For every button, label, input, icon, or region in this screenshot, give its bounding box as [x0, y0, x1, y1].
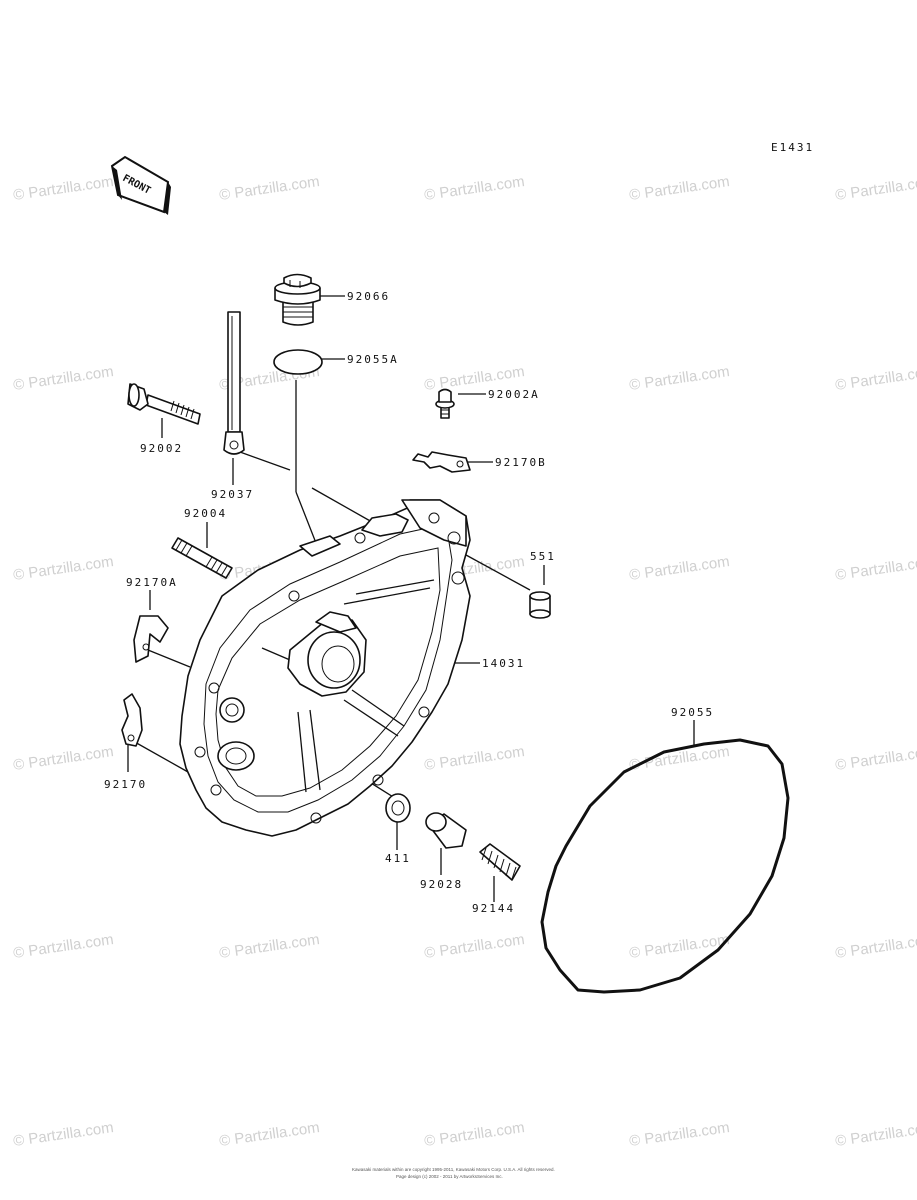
label-92144: 92144 — [472, 902, 515, 915]
footer-page-design: Page design (c) 2002 - 2011 by ArtworksS… — [396, 1174, 503, 1179]
watermark-text: © Partzilla.com — [628, 1119, 730, 1150]
diagram-id: E1431 — [771, 141, 814, 154]
cover-14031[interactable] — [179, 499, 471, 837]
watermark-text: © Partzilla.com — [12, 363, 114, 394]
footer-copyright: Kawasaki materials within are copyright … — [352, 1167, 555, 1172]
watermark-text: © Partzilla.com — [423, 1119, 525, 1150]
dowel-551[interactable] — [529, 591, 551, 619]
watermark-text: © Partzilla.com — [834, 743, 917, 774]
spring-92144[interactable] — [479, 843, 521, 881]
watermark-text: © Partzilla.com — [218, 1119, 320, 1150]
stud-92004[interactable] — [171, 537, 233, 579]
watermark-text: © Partzilla.com — [834, 1119, 917, 1150]
label-14031: 14031 — [482, 657, 525, 670]
watermark-text: © Partzilla.com — [628, 173, 730, 204]
watermark-text: © Partzilla.com — [12, 173, 114, 204]
watermark-text: © Partzilla.com — [423, 173, 525, 204]
gasket-92055[interactable] — [540, 738, 790, 994]
label-92170: 92170 — [104, 778, 147, 791]
label-92055: 92055 — [671, 706, 714, 719]
watermark-text: © Partzilla.com — [834, 363, 917, 394]
seal-411[interactable] — [385, 793, 411, 823]
watermark-text: © Partzilla.com — [834, 553, 917, 584]
watermark-text: © Partzilla.com — [218, 931, 320, 962]
bolt-92002[interactable] — [127, 383, 201, 425]
drain-plug-92066[interactable] — [274, 273, 321, 326]
watermark-text: © Partzilla.com — [628, 363, 730, 394]
label-92004: 92004 — [184, 507, 227, 520]
label-92028: 92028 — [420, 878, 463, 891]
clamp-92170b[interactable] — [412, 451, 471, 473]
label-92170b: 92170B — [495, 456, 547, 469]
watermark-text: © Partzilla.com — [628, 553, 730, 584]
label-551: 551 — [530, 550, 556, 563]
clamp-92170a[interactable] — [133, 615, 169, 663]
watermark-text: © Partzilla.com — [423, 931, 525, 962]
watermark-text: © Partzilla.com — [12, 1119, 114, 1150]
collar-92028[interactable] — [425, 812, 467, 849]
label-92066: 92066 — [347, 290, 390, 303]
o-ring-92055a[interactable] — [273, 349, 323, 375]
label-92170a: 92170A — [126, 576, 178, 589]
label-92037: 92037 — [211, 488, 254, 501]
label-92002a: 92002A — [488, 388, 540, 401]
watermark-text: © Partzilla.com — [423, 743, 525, 774]
watermark-text: © Partzilla.com — [834, 931, 917, 962]
label-92055a: 92055A — [347, 353, 399, 366]
watermark-text: © Partzilla.com — [834, 173, 917, 204]
watermark-layer: © Partzilla.com © Partzilla.com © Partzill… — [12, 173, 917, 1150]
watermark-text: © Partzilla.com — [12, 553, 114, 584]
watermark-text: © Partzilla.com — [12, 931, 114, 962]
watermark-text: © Partzilla.com — [628, 931, 730, 962]
watermark-text: © Partzilla.com — [12, 743, 114, 774]
clamp-92170[interactable] — [121, 693, 143, 747]
dipstick-92037[interactable] — [223, 311, 245, 455]
bolt-92002a[interactable] — [435, 388, 455, 419]
label-411: 411 — [385, 852, 411, 865]
watermark-text: © Partzilla.com — [218, 173, 320, 204]
label-92002: 92002 — [140, 442, 183, 455]
front-arrow-icon: FRONT — [110, 155, 171, 215]
